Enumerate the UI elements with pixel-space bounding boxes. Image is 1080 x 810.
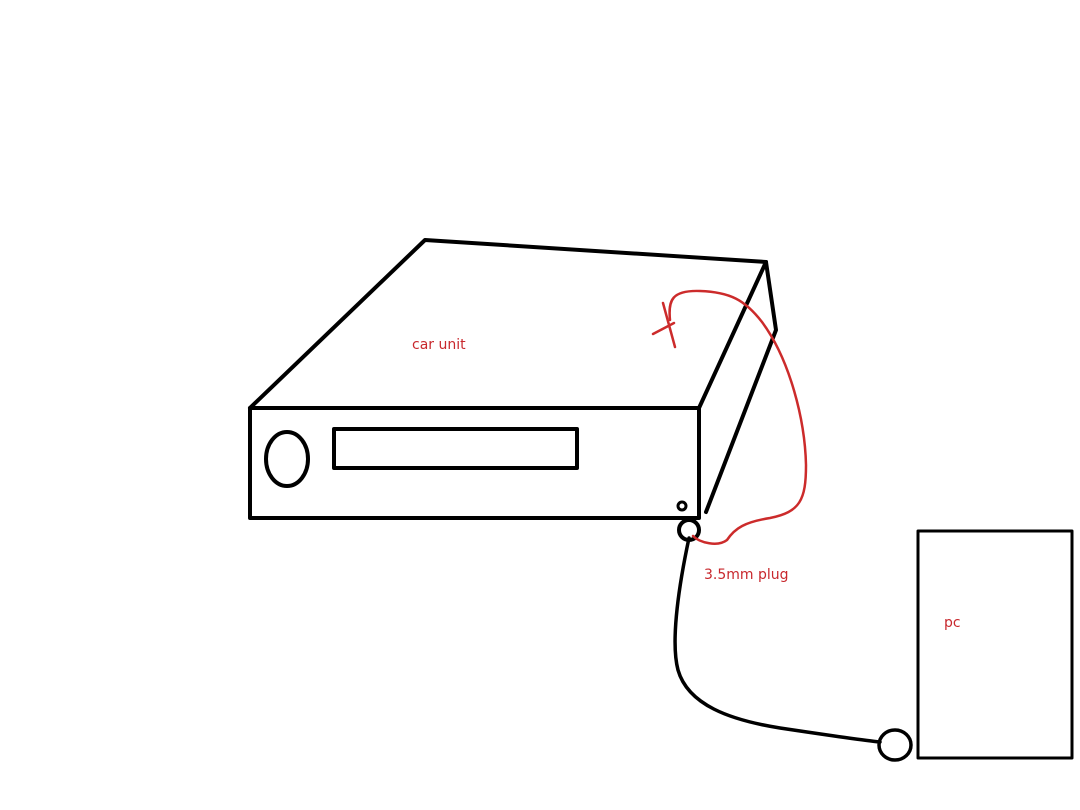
car-unit-top-face (248, 238, 768, 410)
pc-plug-end (877, 728, 913, 762)
pc-label: pc (944, 615, 961, 631)
display-panel (332, 427, 579, 470)
small-port (676, 500, 688, 512)
red-route-wire (668, 289, 808, 545)
plug-label: 3.5mm plug (704, 567, 789, 583)
car-unit-front-face (248, 406, 701, 520)
x-mark (651, 301, 677, 349)
audio-cable (673, 536, 882, 744)
volume-knob (264, 430, 310, 488)
pc-box (916, 529, 1074, 760)
car-unit-side-face (704, 260, 778, 514)
car-unit-label: car unit (412, 337, 466, 353)
